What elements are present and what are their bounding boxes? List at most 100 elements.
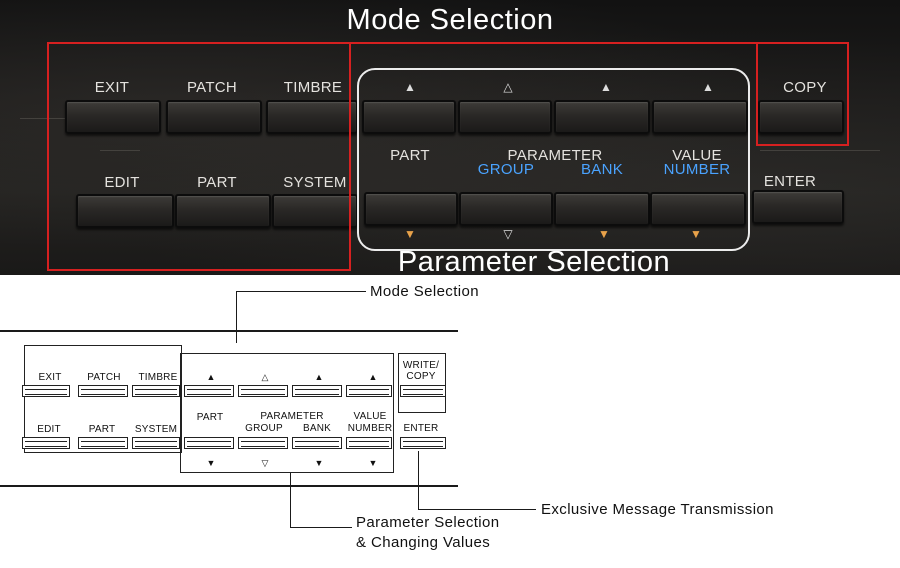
diagram-number-label: NUMBER — [347, 423, 393, 434]
diagram-group-down-key[interactable] — [238, 437, 288, 449]
timbre-label: TIMBRE — [283, 79, 343, 96]
parameter-selection-title: Parameter Selection — [397, 246, 671, 275]
param-callout-line — [290, 527, 352, 528]
diagram-part-up-arrow-icon: ▲ — [206, 372, 216, 382]
diagram-bank-down-key[interactable] — [292, 437, 342, 449]
panel-top-line — [0, 330, 458, 332]
left-bracket — [24, 345, 182, 453]
panel-scratch — [20, 118, 80, 119]
changing-values-caption: & Changing Values — [356, 534, 491, 551]
diagram-exit-label: EXIT — [38, 372, 62, 383]
diagram-group-down-arrow-icon: ▽ — [261, 458, 269, 468]
exclusive-callout-line — [418, 509, 536, 510]
diagram-edit-label: EDIT — [37, 424, 61, 435]
exclusive-callout-drop — [418, 451, 419, 509]
panel-scratch — [760, 150, 880, 151]
value-down-button[interactable] — [650, 192, 746, 226]
parameter-label: PARAMETER — [507, 147, 603, 164]
diagram-copy-label: COPY — [406, 371, 436, 382]
param-bracket — [180, 353, 394, 473]
part-mode-label: PART — [197, 174, 237, 191]
diagram-patch-key[interactable] — [78, 385, 128, 397]
exit-label: EXIT — [94, 79, 130, 96]
bank-label: BANK — [580, 161, 624, 178]
diagram-group-up-arrow-icon: △ — [261, 372, 269, 382]
diagram-part-down-key[interactable] — [184, 437, 234, 449]
part-up-arrow-icon: ▲ — [404, 80, 416, 94]
value-up-button[interactable] — [652, 100, 748, 134]
mode-selection-title: Mode Selection — [346, 4, 554, 36]
diagram-value-down-key[interactable] — [346, 437, 392, 449]
part-mode-button[interactable] — [175, 194, 271, 228]
edit-label: EDIT — [104, 174, 140, 191]
exclusive-message-caption: Exclusive Message Transmission — [541, 501, 774, 518]
diagram-timbre-label: TIMBRE — [138, 372, 178, 383]
parameter-selection-highlight — [357, 68, 750, 251]
diagram-edit-key[interactable] — [22, 437, 70, 449]
edit-button[interactable] — [76, 194, 174, 228]
bank-up-button[interactable] — [554, 100, 650, 134]
diagram-value-down-arrow-icon: ▼ — [368, 458, 378, 468]
mode-selection-highlight-left — [47, 42, 351, 271]
panel-diagram: Mode Selection EXIT PATCH TIMBRE ▲ △ ▲ ▲… — [0, 275, 900, 568]
diagram-value-up-arrow-icon: ▲ — [368, 372, 378, 382]
diagram-patch-label: PATCH — [87, 372, 121, 383]
part-down-button[interactable] — [364, 192, 458, 226]
mode-callout-drop — [236, 291, 237, 343]
diagram-parameter-label: PARAMETER — [260, 411, 324, 422]
diagram-system-key[interactable] — [132, 437, 180, 449]
diagram-bank-label: BANK — [302, 423, 332, 434]
diagram-part-up-key[interactable] — [184, 385, 234, 397]
group-down-button[interactable] — [459, 192, 553, 226]
part-up-button[interactable] — [362, 100, 456, 134]
diagram-part-down-arrow-icon: ▼ — [206, 458, 216, 468]
diagram-exit-key[interactable] — [22, 385, 70, 397]
diagram-group-up-key[interactable] — [238, 385, 288, 397]
value-down-arrow-icon: ▼ — [690, 227, 702, 241]
diagram-copy-key[interactable] — [400, 385, 446, 397]
bank-down-arrow-icon: ▼ — [598, 227, 610, 241]
diagram-enter-key[interactable] — [400, 437, 446, 449]
panel-scratch — [100, 150, 140, 151]
write-copy-bracket — [398, 353, 446, 413]
patch-label: PATCH — [186, 79, 238, 96]
timbre-button[interactable] — [266, 100, 358, 134]
diagram-bank-up-key[interactable] — [292, 385, 342, 397]
mode-selection-caption: Mode Selection — [370, 283, 479, 300]
diagram-value-label: VALUE — [353, 411, 387, 422]
diagram-value-up-key[interactable] — [346, 385, 392, 397]
group-label: GROUP — [477, 161, 535, 178]
exit-button[interactable] — [65, 100, 161, 134]
part-param-label: PART — [390, 147, 430, 164]
enter-label: ENTER — [763, 173, 817, 190]
panel-bottom-line — [0, 485, 458, 487]
diagram-part-mode-label: PART — [88, 424, 116, 435]
diagram-timbre-key[interactable] — [132, 385, 180, 397]
diagram-part-mode-key[interactable] — [78, 437, 128, 449]
param-callout-drop — [290, 473, 291, 527]
parameter-selection-caption: Parameter Selection — [356, 514, 500, 531]
diagram-part-param-label: PART — [196, 412, 224, 423]
number-label: NUMBER — [663, 161, 731, 178]
front-panel-photo: Mode Selection EXIT PATCH TIMBRE ▲ △ ▲ ▲… — [0, 0, 900, 275]
mode-callout-line — [236, 291, 366, 292]
value-label: VALUE — [672, 147, 722, 164]
system-button[interactable] — [272, 194, 358, 228]
enter-button[interactable] — [752, 190, 844, 224]
copy-highlight — [756, 42, 849, 146]
diagram-group-label: GROUP — [245, 423, 283, 434]
diagram-bank-up-arrow-icon: ▲ — [314, 372, 324, 382]
value-up-arrow-icon: ▲ — [702, 80, 714, 94]
patch-button[interactable] — [166, 100, 262, 134]
diagram-bank-down-arrow-icon: ▼ — [314, 458, 324, 468]
bank-down-button[interactable] — [554, 192, 650, 226]
diagram-enter-label: ENTER — [403, 423, 439, 434]
copy-label: COPY — [783, 79, 827, 96]
diagram-system-label: SYSTEM — [134, 424, 178, 435]
part-down-arrow-icon: ▼ — [404, 227, 416, 241]
group-up-button[interactable] — [458, 100, 552, 134]
copy-button[interactable] — [758, 100, 844, 134]
group-down-arrow-icon: ▽ — [503, 227, 513, 241]
bank-up-arrow-icon: ▲ — [600, 80, 612, 94]
group-up-arrow-icon: △ — [503, 80, 513, 94]
